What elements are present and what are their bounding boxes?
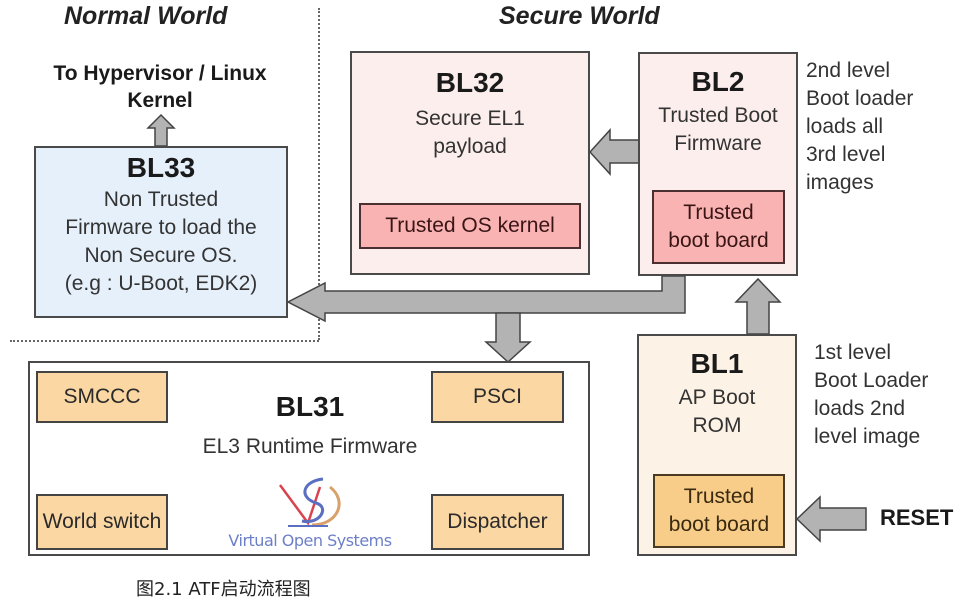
arrow-bl2-to-bl33 — [286, 275, 686, 323]
virtual-open-systems-logo-icon — [278, 477, 341, 527]
bl2-note-line: 3rd level — [806, 143, 886, 166]
bl1-note-line: level image — [814, 425, 921, 448]
hypervisor-label-line2: Kernel — [127, 89, 193, 112]
arrow-reset-to-bl1 — [795, 495, 867, 543]
bl32-box: BL32 Secure EL1 payload Trusted OS kerne… — [350, 51, 590, 275]
bl33-title: BL33 — [126, 152, 196, 183]
world-switch-label: World switch — [42, 510, 162, 533]
psci-label: PSCI — [472, 385, 522, 408]
psci-box: PSCI — [431, 371, 564, 423]
bl2-note: 2nd level Boot loader loads all 3rd leve… — [806, 57, 913, 197]
reset-label: RESET — [880, 505, 954, 530]
bl2-component-line: Trusted — [683, 201, 754, 224]
figure-caption: 图2.1 ATF启动流程图 — [136, 579, 311, 600]
bl32-desc-line: payload — [433, 135, 507, 158]
dispatcher-label: Dispatcher — [447, 510, 548, 533]
arrow-bl1-to-bl2 — [734, 277, 782, 335]
bl1-desc-line: AP Boot — [678, 386, 756, 409]
arrow-bl33-to-hypervisor — [146, 113, 176, 147]
trusted-os-kernel-box: Trusted OS kernel — [359, 203, 581, 249]
bl2-description: Trusted Boot Firmware — [640, 102, 796, 158]
bl2-note-line: loads all — [806, 115, 884, 138]
bl31-description: EL3 Runtime Firmware — [202, 435, 418, 458]
bl2-component-line: boot board — [668, 229, 769, 252]
bl2-note-line: images — [806, 171, 874, 194]
bl33-desc-line: (e.g : U-Boot, EDK2) — [64, 272, 258, 295]
trusted-os-kernel-label: Trusted OS kernel — [385, 214, 555, 237]
bl1-trusted-boot-board-label: Trusted boot board — [669, 483, 769, 539]
bl2-trusted-boot-board-box: Trusted boot board — [652, 190, 785, 264]
dispatcher-box: Dispatcher — [431, 494, 564, 550]
smccc-label: SMCCC — [63, 385, 141, 408]
bl1-trusted-boot-board-box: Trusted boot board — [653, 474, 785, 548]
bl2-note-line: 2nd level — [806, 59, 891, 82]
bl33-description: Non Trusted Firmware to load the Non Sec… — [36, 186, 286, 298]
world-divider-horizontal — [10, 340, 319, 342]
smccc-box: SMCCC — [36, 371, 168, 423]
bl2-trusted-boot-board-label: Trusted boot board — [668, 199, 768, 255]
bl33-box: BL33 Non Trusted Firmware to load the No… — [34, 146, 288, 318]
bl1-note-line: Boot Loader — [814, 369, 929, 392]
bl2-desc-line: Firmware — [674, 132, 762, 155]
bl1-component-line: Trusted — [683, 485, 755, 508]
bl1-title: BL1 — [690, 348, 744, 379]
arrow-to-bl31 — [484, 312, 532, 364]
bl1-note-line: 1st level — [814, 341, 892, 364]
bl2-desc-line: Trusted Boot — [658, 104, 778, 127]
bl1-note: 1st level Boot Loader loads 2nd level im… — [814, 339, 928, 451]
bl1-desc-line: ROM — [692, 414, 742, 437]
bl32-description: Secure EL1 payload — [352, 105, 588, 161]
bl33-desc-line: Firmware to load the — [65, 216, 257, 239]
bl1-note-line: loads 2nd — [814, 397, 906, 420]
bl31-title: BL31 — [275, 391, 345, 422]
world-divider-vertical — [318, 8, 320, 340]
bl31-box: SMCCC PSCI World switch Dispatcher BL31 … — [28, 361, 590, 556]
arrow-bl2-to-bl32 — [588, 128, 640, 176]
bl1-description: AP Boot ROM — [639, 384, 795, 440]
bl33-desc-line: Non Trusted — [103, 188, 219, 211]
bl32-title: BL32 — [435, 67, 505, 98]
bl2-box: BL2 Trusted Boot Firmware Trusted boot b… — [638, 52, 798, 276]
bl1-component-line: boot board — [668, 513, 770, 536]
bl32-desc-line: Secure EL1 — [415, 107, 525, 130]
bl2-title: BL2 — [691, 66, 745, 97]
bl33-desc-line: Non Secure OS. — [84, 244, 238, 267]
hypervisor-label: To Hypervisor / Linux Kernel — [20, 60, 300, 114]
bl2-note-line: Boot loader — [806, 87, 914, 110]
world-switch-box: World switch — [36, 494, 168, 550]
bl1-box: BL1 AP Boot ROM Trusted boot board — [637, 334, 797, 556]
normal-world-title: Normal World — [64, 2, 228, 30]
secure-world-title: Secure World — [499, 2, 660, 30]
logo-text: Virtual Open Systems — [228, 531, 392, 550]
hypervisor-label-line1: To Hypervisor / Linux — [53, 62, 267, 85]
